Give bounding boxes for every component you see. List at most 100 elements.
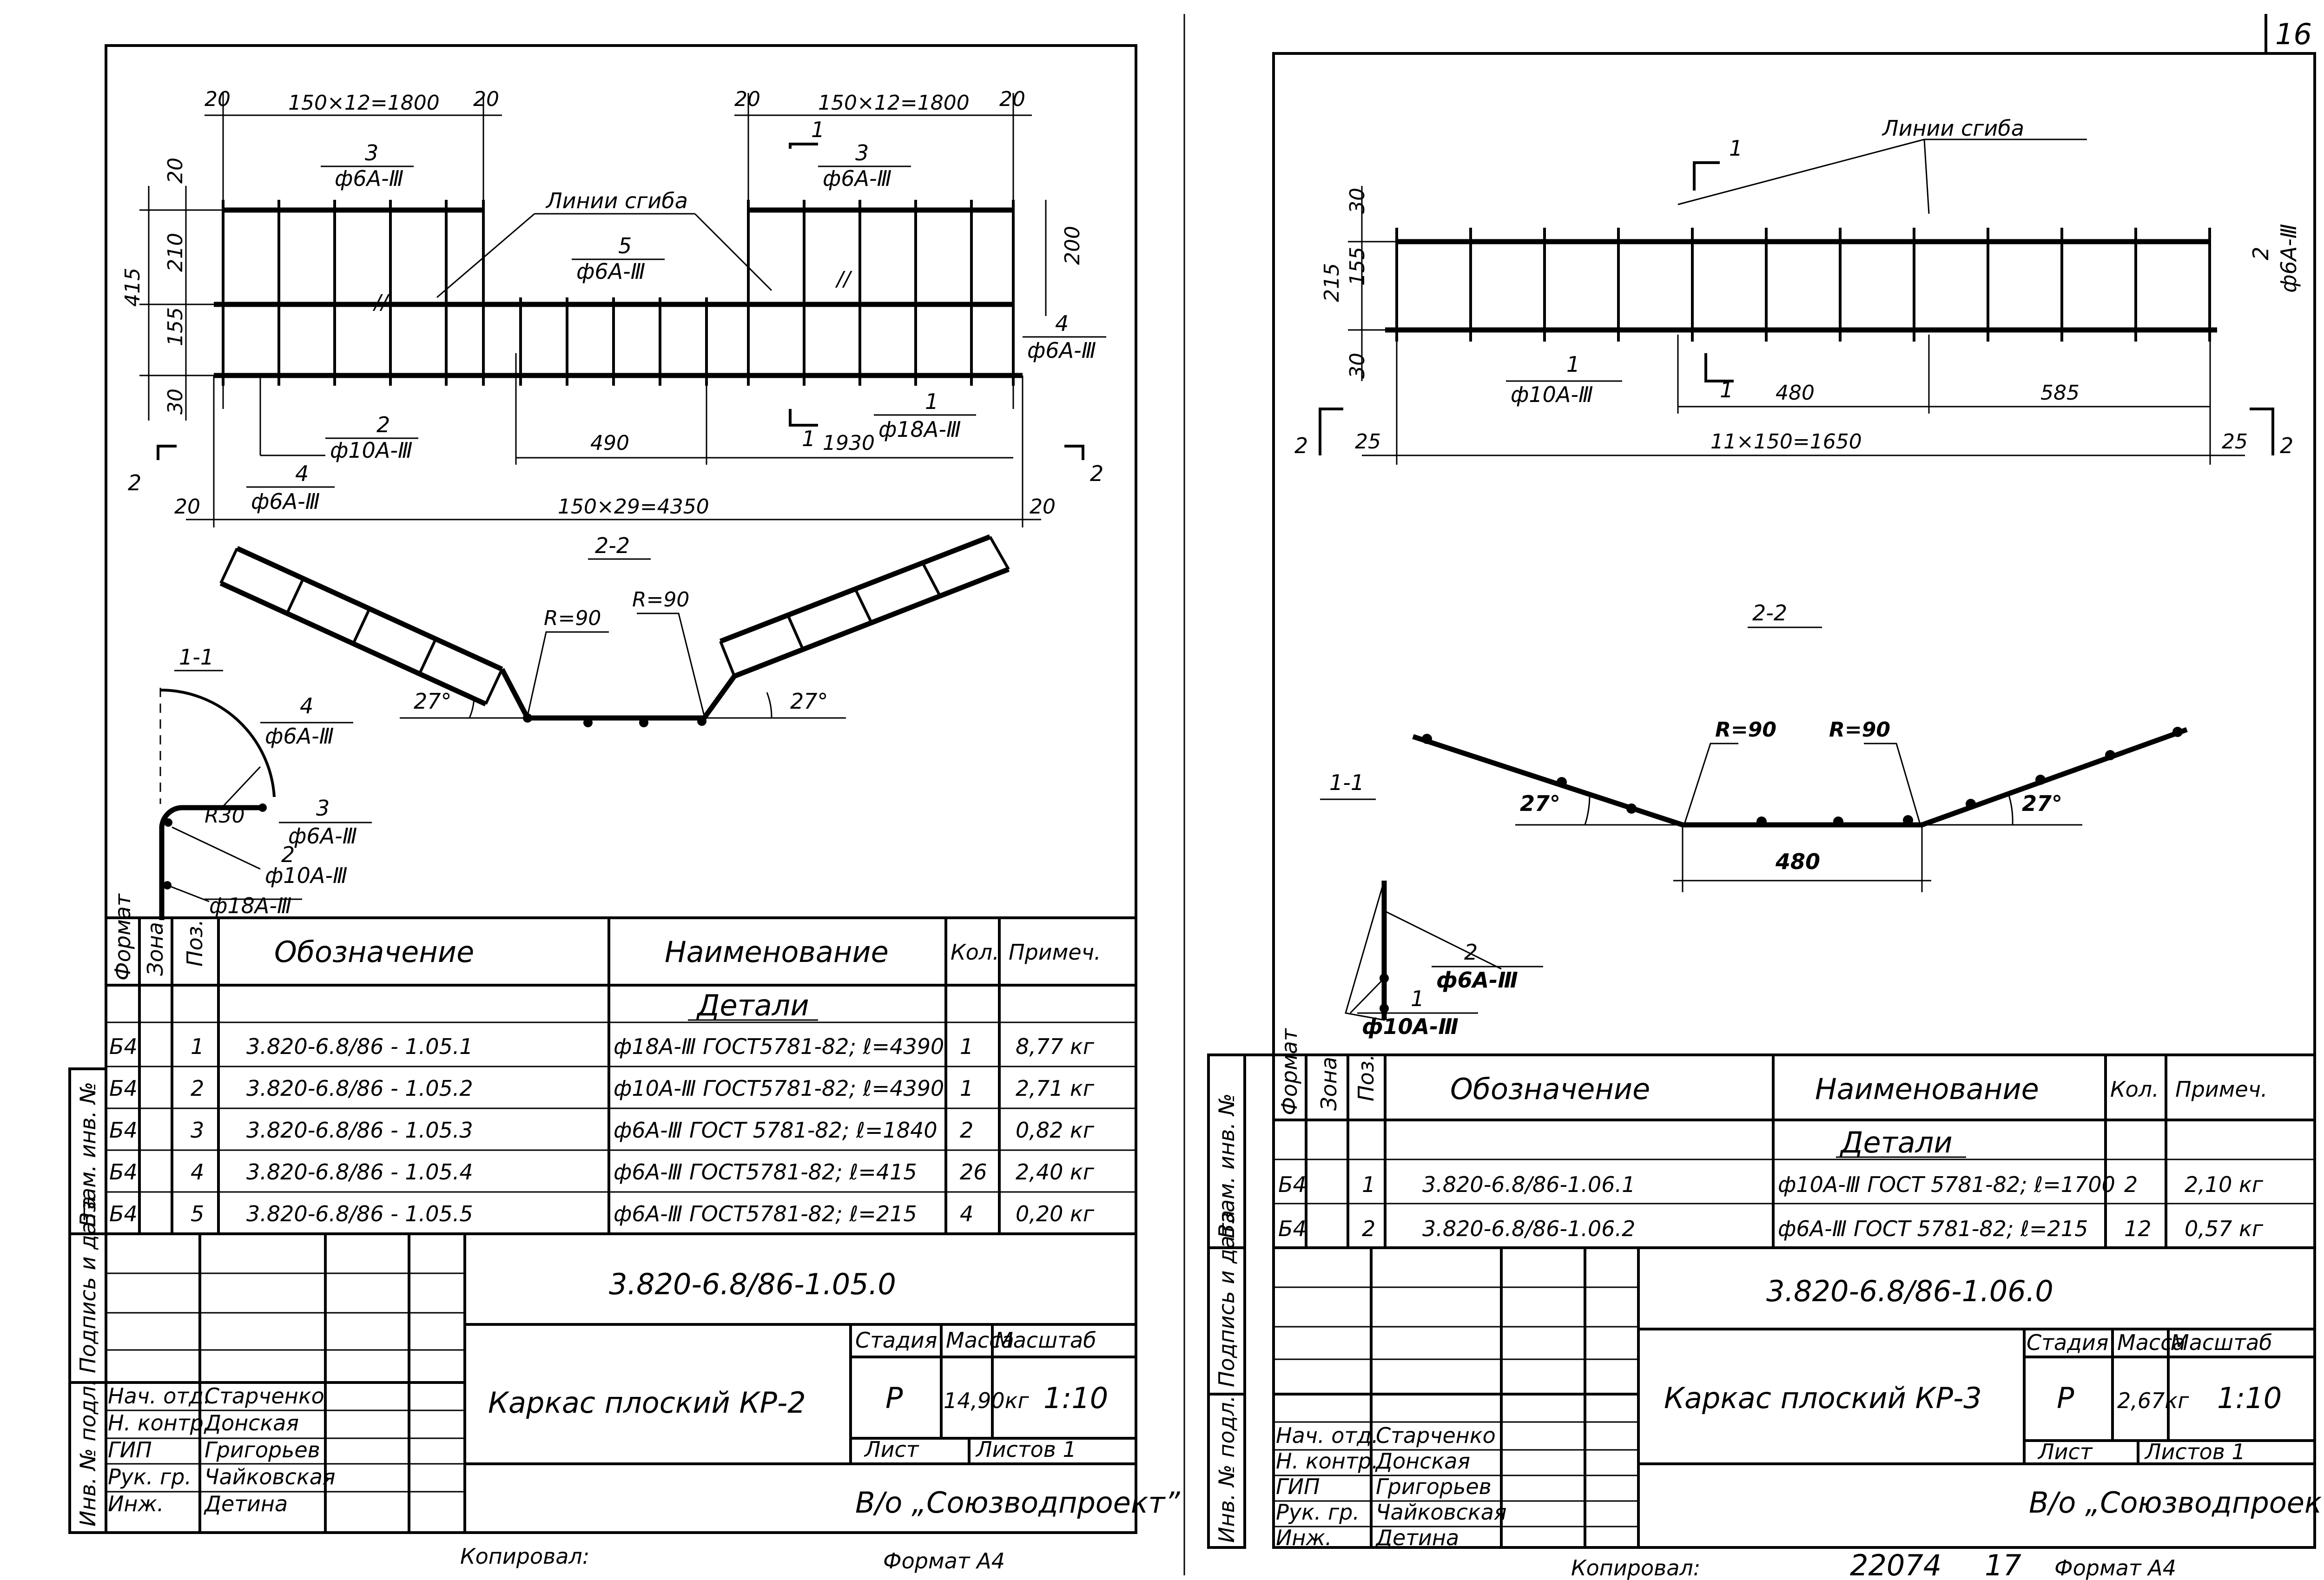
cell-note: 0,20 кг [1016,1201,1095,1226]
footer-archive: 22074 [1850,1548,1941,1580]
signature-row: Нач. отд.Старченко [108,1383,324,1409]
dim-left-5: 30 [164,388,187,415]
signature-row: Рук. гр.Чайковская [1276,1500,1507,1525]
cell-name: ф6А-Ⅲ ГОСТ5781-82; ℓ=415 [614,1159,917,1185]
svg-text:Обозначение: Обозначение [1450,1072,1650,1106]
cell-name: ф10А-Ⅲ ГОСТ5781-82; ℓ=4390 [614,1076,944,1101]
svg-text:ф10А-Ⅲ: ф10А-Ⅲ [1362,1014,1459,1039]
person-name: Старченко [205,1383,324,1409]
section2-mark-right: 2 [1090,461,1103,486]
role: Инж. [108,1491,164,1516]
svg-text:Р: Р [885,1381,903,1415]
signature-row: Н. контр.Донская [108,1410,299,1435]
radius-r30: R30 [205,804,245,828]
svg-text:25: 25 [2222,430,2248,454]
svg-text:ф6А-Ⅲ: ф6А-Ⅲ [576,259,645,284]
footer-left-format: Формат А4 [883,1548,1005,1573]
svg-text:1-1: 1-1 [1329,770,1364,795]
left-section-2-2: 2-2 R=90 R=90 27° 27° [219,533,1010,727]
svg-text://: // [372,290,390,314]
svg-text:27°: 27° [2022,791,2062,816]
cell-pos: 2 [191,1076,204,1101]
right-side-strip: Взам. инв. № Подпись и дата Инв. № подл. [1207,1053,1274,1549]
svg-text:Подпись и дата: Подпись и дата [1214,1210,1239,1387]
footer-right-format: Формат А4 [2054,1555,2176,1580]
svg-text:ф6А-Ⅲ: ф6А-Ⅲ [288,823,357,849]
dim-left-4: 155 [164,307,187,346]
svg-text:ф18А-Ⅲ: ф18А-Ⅲ [878,417,961,442]
svg-text:Инв. № подл.: Инв. № подл. [1214,1396,1239,1543]
cell-des: 3.820-6.8/86-1.06.1 [1422,1172,1635,1197]
cell-qty: 12 [2124,1216,2152,1241]
cell-note: 2,71 кг [1016,1076,1095,1101]
svg-text:ф6А-Ⅲ: ф6А-Ⅲ [265,724,334,749]
svg-text:ф10А-Ⅲ: ф10А-Ⅲ [330,438,413,463]
right-section-1-1: 1-1 2 ф6А-Ⅲ 1 ф10А-Ⅲ [1320,770,1543,1039]
cell-name: ф10А-Ⅲ ГОСТ 5781-82; ℓ=1700 [1778,1172,2115,1197]
dim-right: 200 [1061,226,1084,265]
svg-text:Р: Р [2057,1381,2074,1415]
dim-left-3: 415 [121,268,145,307]
svg-text:ф6А-Ⅲ: ф6А-Ⅲ [2276,224,2301,293]
left-section-1-1: 1-1 R30 4 ф6А-Ⅲ 3 ф6А-Ⅲ 2 ф10А-Ⅲ ф18А-Ⅲ [159,645,372,920]
svg-text:Масса: Масса [946,1328,1014,1353]
dim-490: 490 [590,431,629,455]
svg-text:2: 2 [2248,247,2273,260]
svg-text:Зона: Зона [1316,1057,1341,1111]
sheet-number: 16 [2275,17,2312,51]
svg-text:480: 480 [1775,849,1820,874]
section2-mark-left: 2 [128,470,141,495]
cell-note: 0,82 кг [1016,1118,1095,1143]
cell-qty: 2 [960,1118,973,1143]
angle-left: 27° [414,689,452,714]
cell-pos: 1 [1362,1172,1375,1197]
cell-name: ф6А-Ⅲ ГОСТ 5781-82; ℓ=215 [1778,1216,2088,1241]
svg-text:Лист: Лист [864,1437,919,1462]
cell-pos: 1 [191,1034,204,1059]
pos-label-1: 1 ф18А-Ⅲ [874,389,976,442]
cell-note: 8,77 кг [1016,1034,1095,1059]
radius-1: R=90 [544,606,601,630]
dim-bottom-20b: 20 [1030,495,1056,519]
svg-text:4: 4 [1055,311,1069,336]
svg-text:Наименование: Наименование [1815,1072,2039,1106]
person-name: Старченко [1376,1423,1496,1448]
dim-top-5: 150×12=1800 [818,91,970,115]
svg-text:1: 1 [1720,377,1733,402]
signature-row: Инж.Детина [108,1491,288,1516]
person-name: Григорьев [1376,1474,1492,1499]
svg-text:Поз.: Поз. [1353,1054,1379,1101]
cell-fmt: Б4 [109,1159,138,1185]
svg-text:Кол.: Кол. [951,940,999,965]
person-name: Донская [204,1410,299,1435]
svg-text:585: 585 [2040,381,2080,405]
cell-note: 0,57 кг [2185,1216,2264,1241]
svg-text:1: 1 [1729,136,1743,161]
role: Нач. отд. [1276,1423,1379,1448]
cell-fmt: Б4 [109,1076,138,1101]
svg-text:ф6А-Ⅲ: ф6А-Ⅲ [335,166,403,191]
svg-text:155: 155 [1346,247,1369,286]
svg-text:В/о „Союзводпроект”: В/о „Союзводпроект” [2029,1486,2324,1520]
svg-text:Взам. инв. №: Взам. инв. № [75,1082,100,1227]
svg-text:2: 2 [2280,433,2293,458]
dim-bottom-20a: 20 [174,495,200,519]
cell-name: ф18А-Ⅲ ГОСТ5781-82; ℓ=4390 [614,1034,944,1059]
cell-pos: 3 [191,1118,204,1143]
svg-text:4: 4 [295,461,309,486]
footer-left-copied: Копировал: [460,1544,589,1569]
cell-qty: 4 [960,1201,973,1226]
cell-note: 2,10 кг [2185,1172,2264,1197]
svg-text:1: 1 [925,389,938,414]
svg-text:Листов 1: Листов 1 [2144,1439,2245,1464]
cell-qty: 1 [960,1076,973,1101]
cell-des: 3.820-6.8/86 - 1.05.2 [246,1076,473,1101]
cell-name: ф6А-Ⅲ ГОСТ5781-82; ℓ=215 [614,1201,917,1226]
svg-text:Стадия: Стадия [855,1328,937,1353]
svg-text:2-2: 2-2 [1752,600,1787,625]
pos-label-3a: 3 ф6А-Ⅲ [321,140,414,191]
role: Н. контр. [108,1410,210,1435]
svg-text:14,90кг: 14,90кг [944,1388,1029,1413]
